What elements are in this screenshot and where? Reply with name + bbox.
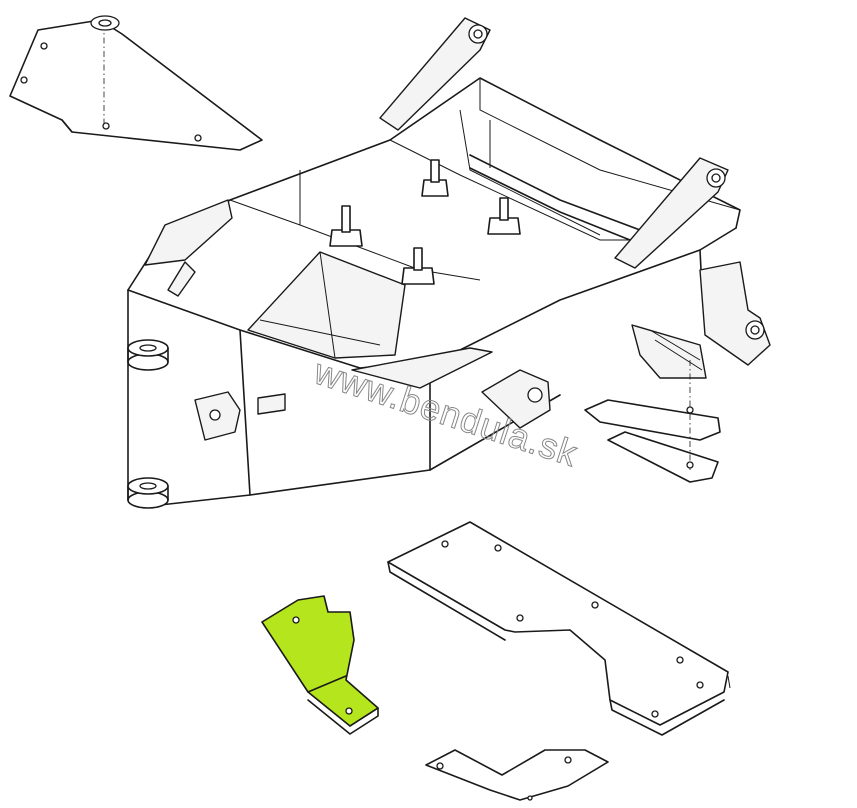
small-bottom-plate[interactable] [425, 749, 609, 801]
main-frame[interactable] [127, 17, 771, 509]
stud-icon [487, 197, 521, 235]
highlighted-plate[interactable] [261, 595, 379, 735]
stud-icon [421, 159, 449, 197]
top-left-plate[interactable] [9, 15, 263, 151]
front-lug [481, 369, 551, 429]
bushing-icon [127, 477, 169, 509]
stud-icon [329, 205, 363, 247]
stud-icon [401, 247, 435, 285]
right-bracket-plate[interactable] [584, 360, 721, 483]
large-bottom-plate[interactable] [387, 521, 731, 736]
bushing-icon [127, 339, 169, 371]
